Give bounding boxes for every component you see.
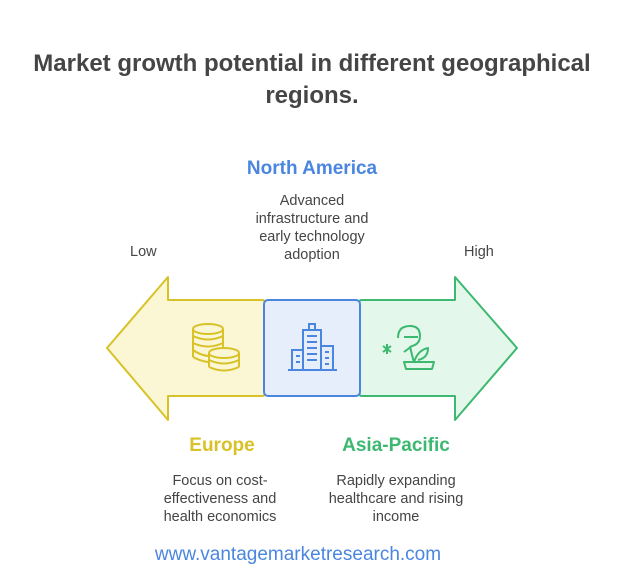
asia-pacific-arrow — [358, 276, 518, 421]
diagram-title: Market growth potential in different geo… — [33, 50, 591, 109]
north-america-title: North America — [246, 158, 378, 179]
europe-description: Focus on cost- effectiveness and health … — [163, 473, 277, 525]
asia-pacific-title: Asia-Pacific — [342, 435, 450, 456]
source-url-link[interactable]: www.vantagemarketresearch.com — [154, 544, 442, 565]
scale-high-label: High — [464, 244, 494, 260]
scale-low-label: Low — [130, 244, 157, 260]
europe-arrow — [106, 276, 266, 421]
asia-pacific-description: Rapidly expanding healthcare and rising … — [328, 473, 464, 525]
coins-icon — [192, 323, 240, 372]
north-america-description: Advanced infrastructure and early techno… — [255, 193, 369, 263]
city-buildings-icon — [288, 323, 337, 371]
growing-plant-icon — [382, 325, 435, 370]
europe-title: Europe — [189, 435, 255, 456]
